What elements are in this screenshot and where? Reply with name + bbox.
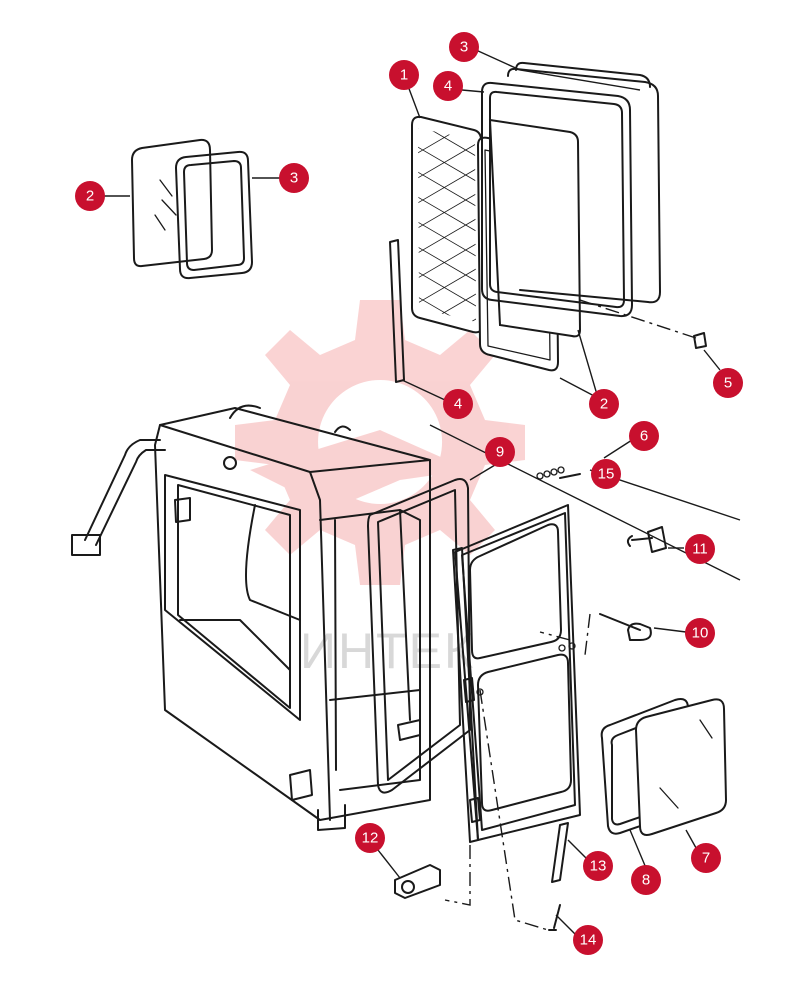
svg-text:12: 12 [362, 830, 379, 847]
callout-1: 1 [389, 60, 419, 90]
callout-2-door-window: 2 [589, 389, 619, 419]
svg-text:2: 2 [600, 396, 608, 413]
svg-text:4: 4 [444, 78, 452, 95]
watermark-text: ИНТЕК [300, 623, 475, 679]
svg-text:3: 3 [460, 39, 468, 56]
side-window-glass [130, 138, 214, 268]
door-hinge-pin [463, 677, 481, 823]
svg-text:9: 9 [496, 444, 504, 461]
svg-text:4: 4 [454, 396, 462, 413]
callout-5: 5 [713, 368, 743, 398]
svg-text:2: 2 [86, 188, 94, 205]
callout-12: 12 [355, 823, 385, 853]
svg-text:6: 6 [640, 428, 648, 445]
callout-10: 10 [685, 618, 715, 648]
callout-13: 13 [583, 851, 613, 881]
assembly-dashlines [444, 613, 591, 931]
callout-14: 14 [573, 925, 603, 955]
door-window-outer-seal [507, 61, 661, 304]
window-clip-dashline [579, 299, 697, 339]
side-window-seal [175, 150, 253, 280]
cab-body [154, 404, 431, 831]
callout-7: 7 [691, 843, 721, 873]
svg-text:7: 7 [702, 850, 710, 867]
door-handle-pull [599, 613, 652, 641]
callout-3-door-window: 3 [449, 32, 479, 62]
door-lock-latch [626, 526, 667, 553]
svg-text:14: 14 [580, 932, 597, 949]
svg-text:10: 10 [692, 625, 709, 642]
svg-text:11: 11 [692, 541, 708, 558]
svg-text:8: 8 [642, 872, 650, 889]
callout-3-small-window: 3 [279, 163, 309, 193]
callout-2-small-window: 2 [75, 181, 105, 211]
callout-6: 6 [629, 421, 659, 451]
watermark-gear-logo [235, 300, 525, 585]
door-gasket-frame [367, 478, 471, 794]
leader-lines [104, 49, 741, 936]
callout-4-door-window: 4 [433, 71, 463, 101]
svg-text:15: 15 [598, 466, 615, 483]
chain-screws [536, 466, 581, 480]
vertical-rubber-strip [389, 239, 405, 383]
door-window-glass-rear [488, 118, 582, 338]
callout-4-strip: 4 [443, 389, 473, 419]
door-check-strap [551, 822, 569, 883]
hinge-bracket [394, 864, 441, 899]
latch-clip [693, 332, 707, 349]
callout-9: 9 [485, 437, 515, 467]
svg-text:5: 5 [724, 375, 732, 392]
cab-door-panel [452, 504, 581, 843]
callout-11: 11 [685, 534, 715, 564]
lower-window-glass [634, 698, 728, 836]
callout-8: 8 [631, 865, 661, 895]
cab-handrail [71, 439, 166, 556]
svg-text:3: 3 [290, 170, 298, 187]
cab-mount-bracket [174, 497, 313, 801]
callout-15: 15 [591, 459, 621, 489]
svg-text:1: 1 [400, 67, 408, 84]
svg-text:13: 13 [590, 858, 607, 875]
